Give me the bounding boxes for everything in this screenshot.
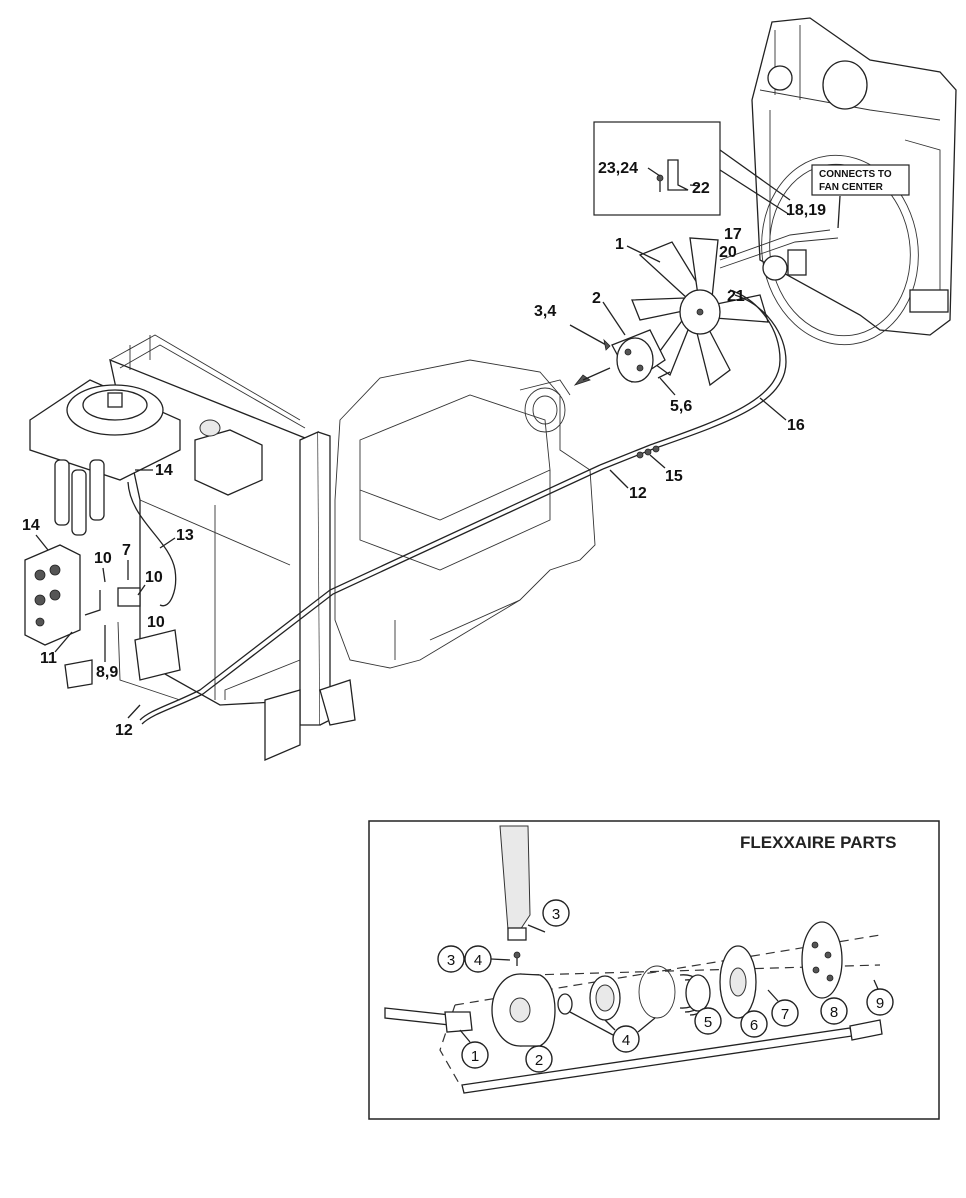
flex-callout-2: 2 <box>535 1052 543 1069</box>
callout-22: 22 <box>692 180 710 197</box>
flex-callout-4-left: 4 <box>474 952 482 969</box>
flex-callout-6: 6 <box>750 1017 758 1034</box>
callout-18-19: 18,19 <box>786 202 826 219</box>
flexxaire-title: FLEXXAIRE PARTS <box>740 833 896 852</box>
hydraulic-tank <box>29 358 311 706</box>
callout-5-6: 5,6 <box>670 398 692 415</box>
callout-12-upper: 12 <box>629 485 647 502</box>
callout-10-c: 10 <box>147 614 165 631</box>
callout-13: 13 <box>176 527 194 544</box>
connects-note-line2: FAN CENTER <box>819 182 884 193</box>
fan-blades <box>631 237 769 387</box>
flex-callout-4: 4 <box>622 1032 630 1049</box>
main-callouts: 1 2 3,4 5,6 16 15 12 12 13 14 14 10 7 10… <box>22 160 826 739</box>
callout-14-upper: 14 <box>155 462 173 479</box>
callout-10-a: 10 <box>94 550 112 567</box>
callout-17: 17 <box>724 226 742 243</box>
callout-7: 7 <box>122 542 131 559</box>
flex-callout-1: 1 <box>471 1048 479 1065</box>
callout-15: 15 <box>665 468 683 485</box>
callout-14-lower: 14 <box>22 517 40 534</box>
flex-callout-3-top: 3 <box>552 906 560 923</box>
callout-10-b: 10 <box>145 569 163 586</box>
callout-11: 11 <box>40 650 57 667</box>
inset-detail-box <box>593 121 791 216</box>
connects-note: CONNECTS TO FAN CENTER <box>811 164 910 229</box>
valve-block <box>24 544 181 689</box>
flex-callout-9: 9 <box>876 995 884 1012</box>
connects-note-line1: CONNECTS TO <box>819 169 892 180</box>
flex-callout-7: 7 <box>781 1006 789 1023</box>
callout-1: 1 <box>615 236 624 253</box>
callout-20: 20 <box>719 244 737 261</box>
callout-12-lower: 12 <box>115 722 133 739</box>
flex-callout-8: 8 <box>830 1004 838 1021</box>
support-frame <box>109 334 356 761</box>
callout-8-9: 8,9 <box>96 664 118 681</box>
engine-block <box>334 359 596 669</box>
flexxaire-box: FLEXXAIRE PARTS <box>368 820 940 1120</box>
callout-21: 21 <box>727 288 745 305</box>
callout-3-4: 3,4 <box>534 303 556 320</box>
callout-2: 2 <box>592 290 601 307</box>
flex-callout-5: 5 <box>704 1014 712 1031</box>
fan-hub <box>569 324 671 386</box>
flex-callout-3: 3 <box>447 952 455 969</box>
callout-16: 16 <box>787 417 805 434</box>
callout-23-24: 23,24 <box>598 160 638 177</box>
hoses <box>117 229 839 725</box>
